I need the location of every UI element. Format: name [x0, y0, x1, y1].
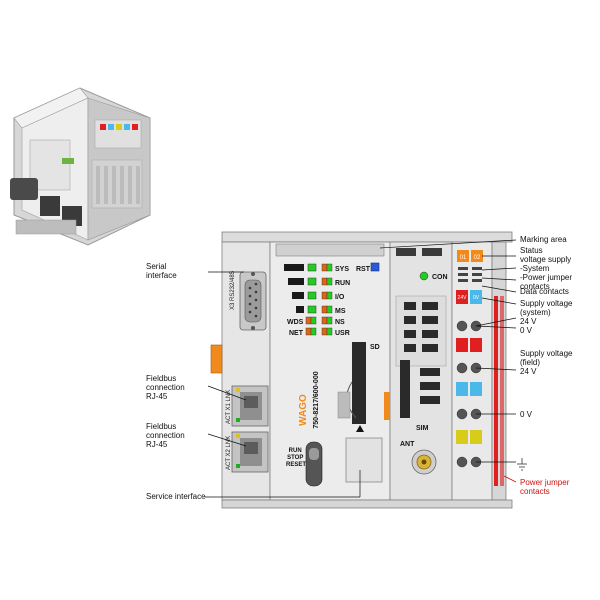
- mode-switch-label: RUN STOP RESET: [286, 448, 306, 468]
- sd-card-slot[interactable]: [352, 342, 366, 424]
- led-label-run: RUN: [335, 280, 350, 287]
- rj45-x1-label: ACT X1 LNK: [226, 390, 232, 424]
- supply-marker-0v: 0V: [473, 295, 480, 301]
- terminal-marker-01: 01: [460, 255, 467, 261]
- terminal-marker-02: 02: [474, 255, 481, 261]
- callout-fieldbus-1: Fieldbus connection RJ-45: [146, 374, 185, 401]
- serial-port-label: X3 RS232/485: [230, 270, 236, 310]
- rj45-x2-port: [231, 431, 269, 473]
- led-label-sys: SYS: [335, 266, 349, 273]
- supply-marker-24v: 24V: [458, 295, 468, 301]
- sd-label: SD: [370, 344, 380, 351]
- callout-supply-system: Supply voltage (system) 24 V 0 V: [520, 299, 573, 335]
- callout-lines: [205, 239, 517, 498]
- con-label: CON: [432, 274, 448, 281]
- led-column-right: [321, 263, 333, 336]
- wago-logo-text: WAGO: [298, 394, 309, 426]
- sim-label: SIM: [416, 425, 429, 432]
- led-label-ns: NS: [335, 319, 345, 326]
- ground-icon: [517, 458, 527, 471]
- led-column-left: [305, 263, 317, 336]
- callout-marking-area: Marking area: [520, 235, 567, 244]
- callout-status-voltage: Status voltage supply -System -Power jum…: [520, 246, 573, 291]
- wago-logo: WAGO: [298, 394, 309, 426]
- rj45-x1-port: [231, 385, 269, 427]
- led-label-net: NET: [289, 330, 304, 337]
- ant-label: ANT: [400, 441, 415, 448]
- callout-power-jumper: Power jumper contacts: [520, 478, 570, 496]
- serial-port: [239, 271, 267, 331]
- callout-zero-v: 0 V: [520, 410, 533, 419]
- callout-supply-field: Supply voltage (field) 24 V: [520, 349, 573, 376]
- controller-drawing: X3 RS232/485 ACT X1 LNK ACT X2 LNK: [210, 231, 513, 509]
- product-photo: [10, 87, 151, 246]
- reset-button[interactable]: [370, 262, 380, 272]
- led-label-usr: USR: [335, 330, 350, 337]
- led-label-io: I/O: [335, 294, 345, 301]
- callout-data-contacts: Data contacts: [520, 287, 569, 296]
- callout-serial-interface: Serial interface: [146, 262, 177, 280]
- led-label-ms: MS: [335, 308, 346, 315]
- led-bars: [284, 264, 304, 313]
- service-interface-cover[interactable]: [345, 437, 383, 483]
- antenna-connector[interactable]: [411, 449, 437, 475]
- model-number: 750-8217/600-000: [313, 371, 320, 428]
- led-label-wds: WDS: [287, 319, 304, 326]
- callout-fieldbus-2: Fieldbus connection RJ-45: [146, 422, 185, 449]
- rst-label: RST: [356, 266, 371, 273]
- callout-service-interface: Service interface: [146, 492, 206, 501]
- rj45-x2-label: ACT X2 LNK: [226, 436, 232, 470]
